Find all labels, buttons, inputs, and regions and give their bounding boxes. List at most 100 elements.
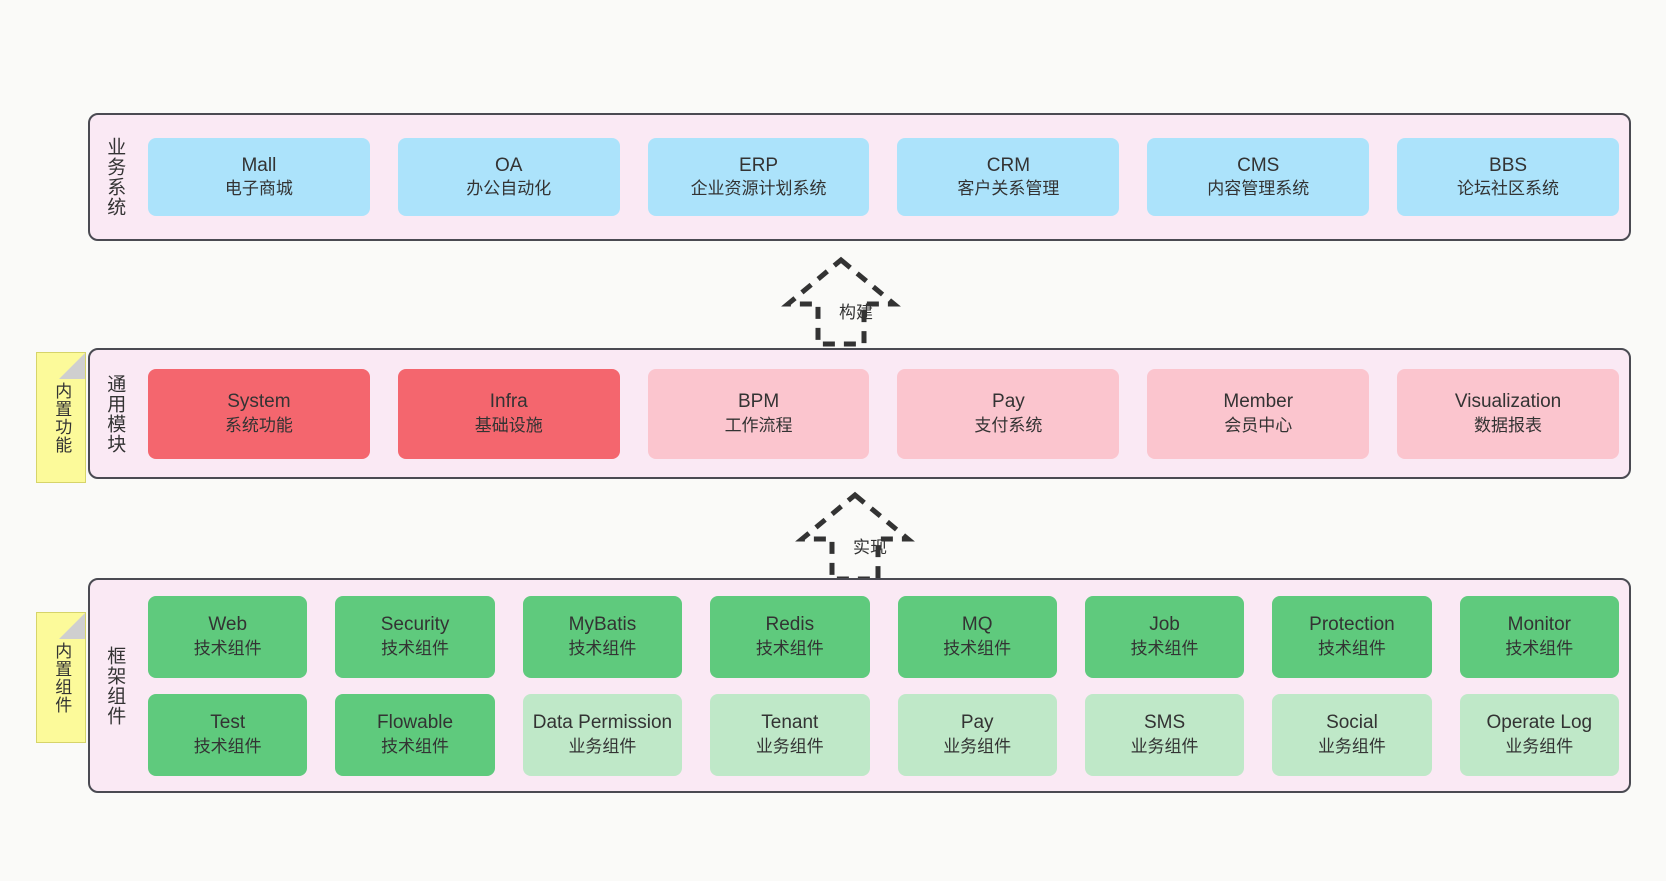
node-subtitle: 支付系统 [974, 415, 1043, 435]
node-title: CMS [1237, 154, 1280, 176]
layer-label-framework-component: 框架组件 [104, 645, 126, 726]
arrow-implement-label: 实现 [853, 538, 887, 557]
node-title: BPM [737, 391, 780, 413]
layer-label-business-system: 业务系统 [104, 137, 126, 217]
node-subtitle: 技术组件 [1505, 638, 1574, 658]
node-title: System [227, 391, 291, 413]
node-title: Test [210, 712, 246, 734]
node-web[interactable]: Web 技术组件 [148, 595, 308, 678]
node-subtitle: 企业资源计划系统 [690, 179, 827, 199]
node-title: Data Permission [532, 712, 673, 734]
node-mall[interactable]: Mall 电子商城 [148, 138, 370, 216]
node-subtitle: 业务组件 [755, 736, 824, 756]
node-title: Pay [992, 391, 1025, 413]
node-title: MQ [961, 614, 993, 636]
node-subtitle: 内容管理系统 [1207, 179, 1310, 199]
node-subtitle: 办公自动化 [466, 179, 552, 199]
node-job[interactable]: Job 技术组件 [1084, 595, 1245, 678]
node-subtitle: 业务组件 [1505, 736, 1574, 756]
node-sms[interactable]: SMS 业务组件 [1084, 693, 1245, 776]
layer-body-framework-component: Web 技术组件 Security 技术组件 MyBatis 技术组件 Redi… [138, 580, 1629, 791]
node-title: ERP [739, 154, 779, 176]
node-subtitle: 基础设施 [474, 415, 543, 435]
node-pay[interactable]: Pay 支付系统 [897, 368, 1120, 459]
node-infra[interactable]: Infra 基础设施 [397, 368, 620, 459]
node-data-permission[interactable]: Data Permission 业务组件 [522, 693, 683, 776]
layer-business-system: 业务系统 Mall 电子商城 OA 办公自动化 ERP 企业资源计划系统 CRM… [88, 113, 1631, 241]
node-subtitle: 业务组件 [1130, 736, 1199, 756]
node-system[interactable]: System 系统功能 [148, 368, 370, 459]
node-title: Social [1326, 712, 1378, 734]
node-subtitle: 技术组件 [1317, 638, 1386, 658]
node-subtitle: 工作流程 [724, 415, 793, 435]
node-subtitle: 技术组件 [193, 736, 262, 756]
node-subtitle: 系统功能 [224, 415, 293, 435]
node-subtitle: 技术组件 [755, 638, 824, 658]
node-title: Tenant [761, 712, 819, 734]
node-title: Pay [960, 712, 994, 734]
note-builtin-component: 内置组件 [36, 612, 86, 743]
node-row: Mall 电子商城 OA 办公自动化 ERP 企业资源计划系统 CRM 客户关系… [148, 138, 1619, 216]
node-subtitle: 业务组件 [568, 736, 637, 756]
node-title: Infra [489, 391, 528, 413]
node-title: SMS [1143, 712, 1186, 734]
note-label: 内置功能 [52, 381, 72, 454]
node-operate-log[interactable]: Operate Log 业务组件 [1459, 693, 1619, 776]
arrow-build-label: 构建 [839, 303, 873, 322]
node-subtitle: 数据报表 [1474, 415, 1543, 435]
note-label: 内置组件 [52, 641, 72, 714]
node-erp[interactable]: ERP 企业资源计划系统 [647, 138, 870, 216]
node-bpm[interactable]: BPM 工作流程 [647, 368, 870, 459]
node-title: Monitor [1507, 614, 1571, 636]
node-row: System 系统功能 Infra 基础设施 BPM 工作流程 Pay 支付系统… [148, 368, 1619, 459]
layer-label-common-module: 通用模块 [104, 373, 126, 454]
node-bbs[interactable]: BBS 论坛社区系统 [1397, 138, 1619, 216]
node-subtitle: 客户关系管理 [957, 179, 1060, 199]
node-title: OA [495, 154, 523, 176]
node-subtitle: 会员中心 [1224, 415, 1293, 435]
node-social[interactable]: Social 业务组件 [1272, 693, 1432, 776]
node-cms[interactable]: CMS 内容管理系统 [1147, 138, 1370, 216]
node-subtitle: 业务组件 [1317, 736, 1386, 756]
node-test[interactable]: Test 技术组件 [148, 693, 308, 776]
node-title: Protection [1309, 614, 1395, 636]
layer-body-business-system: Mall 电子商城 OA 办公自动化 ERP 企业资源计划系统 CRM 客户关系… [138, 115, 1629, 239]
arrow-build: 构建 [756, 252, 926, 348]
node-subtitle: 技术组件 [381, 736, 450, 756]
node-title: Security [380, 614, 450, 636]
node-title: MyBatis [568, 614, 637, 636]
node-title: Redis [765, 614, 815, 636]
arrow-implement: 实现 [770, 487, 940, 583]
node-subtitle: 技术组件 [1130, 638, 1199, 658]
node-security[interactable]: Security 技术组件 [335, 595, 495, 678]
node-mq[interactable]: MQ 技术组件 [897, 595, 1057, 678]
node-title: CRM [986, 154, 1031, 176]
node-monitor[interactable]: Monitor 技术组件 [1459, 595, 1619, 678]
node-subtitle: 电子商城 [224, 179, 293, 199]
node-title: Job [1149, 614, 1180, 636]
node-oa[interactable]: OA 办公自动化 [397, 138, 620, 216]
node-title: Member [1223, 391, 1294, 413]
node-subtitle: 技术组件 [568, 638, 637, 658]
node-subtitle: 技术组件 [943, 638, 1012, 658]
node-title: Flowable [377, 712, 454, 734]
node-flowable[interactable]: Flowable 技术组件 [335, 693, 495, 776]
node-pay-business[interactable]: Pay 业务组件 [897, 693, 1057, 776]
node-crm[interactable]: CRM 客户关系管理 [897, 138, 1120, 216]
node-title: Web [208, 614, 248, 636]
node-tenant[interactable]: Tenant 业务组件 [710, 693, 870, 776]
node-title: Visualization [1454, 391, 1562, 413]
node-title: Mall [241, 154, 277, 176]
node-title: Operate Log [1486, 712, 1593, 734]
node-redis[interactable]: Redis 技术组件 [710, 595, 870, 678]
layer-body-common-module: System 系统功能 Infra 基础设施 BPM 工作流程 Pay 支付系统… [138, 350, 1629, 477]
node-member[interactable]: Member 会员中心 [1147, 368, 1370, 459]
node-protection[interactable]: Protection 技术组件 [1272, 595, 1432, 678]
layer-common-module: 通用模块 System 系统功能 Infra 基础设施 BPM 工作流程 Pay… [88, 348, 1631, 479]
node-visualization[interactable]: Visualization 数据报表 [1397, 368, 1619, 459]
node-mybatis[interactable]: MyBatis 技术组件 [522, 595, 683, 678]
node-row: Web 技术组件 Security 技术组件 MyBatis 技术组件 Redi… [148, 595, 1619, 678]
note-builtin-function: 内置功能 [36, 352, 86, 483]
node-row: Test 技术组件 Flowable 技术组件 Data Permission … [148, 693, 1619, 776]
layer-framework-component: 框架组件 Web 技术组件 Security 技术组件 MyBatis 技术组件… [88, 578, 1631, 793]
